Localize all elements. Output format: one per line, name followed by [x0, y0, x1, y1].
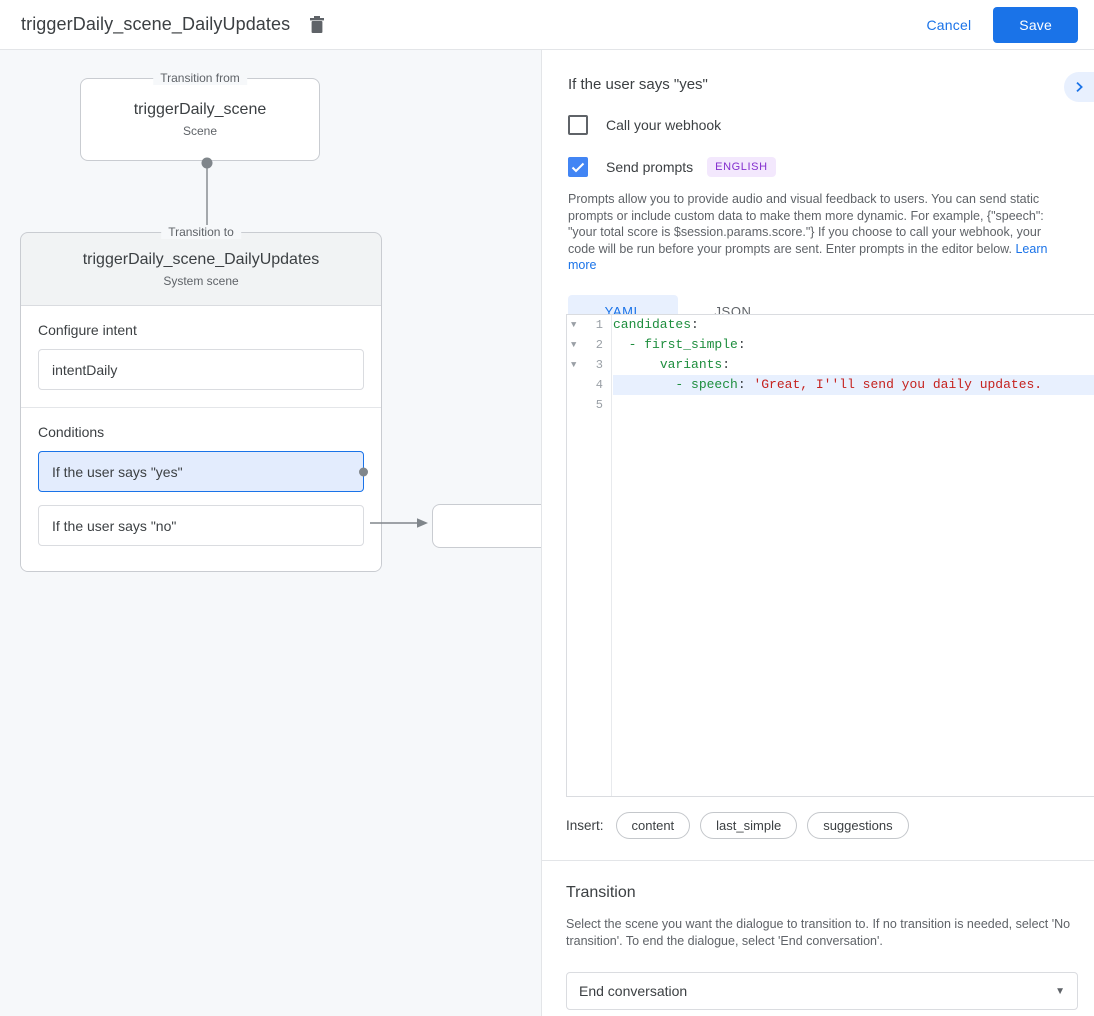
line-number-text: 5 — [595, 398, 603, 412]
transition-from-scene-name: triggerDaily_scene — [133, 101, 267, 118]
prompt-code-editor[interactable]: ▼ 1 ▼ 2 ▼ 3 4 5 candidates: - first_simp… — [566, 314, 1094, 797]
transition-from-scene-type: Scene — [182, 124, 218, 138]
call-webhook-checkbox[interactable] — [568, 115, 588, 135]
save-button[interactable]: Save — [993, 6, 1078, 43]
condition-item-no[interactable]: If the user says "no" — [38, 505, 364, 546]
editor-line-number[interactable]: ▼ 3 — [567, 355, 611, 375]
intent-field[interactable]: intentDaily — [38, 349, 364, 390]
scene-graph-canvas[interactable]: Transition from triggerDaily_scene Scene… — [0, 50, 541, 1016]
yaml-indent — [613, 377, 675, 392]
webhook-row[interactable]: Call your webhook — [568, 115, 1068, 135]
transition-description: Select the scene you want the dialogue t… — [566, 917, 1071, 948]
conditions-section: Conditions If the user says "yes" If the… — [21, 407, 381, 563]
fold-triangle-icon[interactable]: ▼ — [571, 360, 577, 370]
top-bar-actions: Cancel Save — [913, 6, 1094, 43]
editor-line-number[interactable]: 4 — [567, 375, 611, 395]
transition-to-header: triggerDaily_scene_DailyUpdates System s… — [21, 233, 381, 306]
insert-chip-last-simple[interactable]: last_simple — [700, 812, 798, 839]
send-prompts-label: Send prompts — [606, 159, 694, 175]
connector-arrow-horizontal — [370, 518, 428, 528]
editor-gutter: ▼ 1 ▼ 2 ▼ 3 4 5 — [567, 315, 612, 796]
transition-from-legend: Transition from — [153, 71, 247, 85]
learn-more-link[interactable]: Learn more — [568, 241, 1048, 273]
code-line-active[interactable]: - speech: 'Great, I''ll send you daily u… — [613, 375, 1094, 395]
code-line[interactable] — [613, 395, 1094, 415]
delete-button[interactable] — [303, 11, 331, 39]
condition-item-yes[interactable]: If the user says "yes" — [38, 451, 368, 492]
send-prompts-checkbox[interactable] — [568, 157, 588, 177]
transition-to-legend: Transition to — [161, 225, 241, 239]
editor-code-area[interactable]: candidates: - first_simple: variants: - … — [613, 315, 1094, 415]
language-badge: ENGLISH — [707, 157, 776, 177]
chevron-right-icon — [1076, 81, 1083, 93]
chevron-down-icon: ▼ — [1055, 985, 1065, 997]
cancel-button[interactable]: Cancel — [913, 9, 986, 41]
editor-line-number[interactable]: ▼ 1 — [567, 315, 611, 335]
yaml-punct: : — [722, 357, 731, 372]
transition-select[interactable]: End conversation ▼ — [566, 972, 1078, 1010]
line-number-text: 3 — [595, 358, 603, 372]
yaml-key: variants — [659, 357, 723, 372]
transition-to-body: Configure intent intentDaily Conditions … — [21, 306, 381, 571]
transition-to-card[interactable]: Transition to triggerDaily_scene_DailyUp… — [20, 225, 382, 572]
transition-title: Transition — [566, 884, 636, 901]
editor-line-number[interactable]: ▼ 2 — [567, 335, 611, 355]
prompts-description-text: Prompts allow you to provide audio and v… — [568, 192, 1044, 256]
expand-panel-button[interactable] — [1064, 72, 1094, 102]
condition-label: If the user says "no" — [52, 517, 177, 534]
line-number-text: 2 — [595, 338, 603, 352]
transition-selected-value: End conversation — [579, 983, 688, 999]
insert-chip-suggestions[interactable]: suggestions — [807, 812, 909, 839]
section-divider — [541, 860, 1094, 861]
yaml-indent — [613, 357, 660, 372]
code-line[interactable]: - first_simple: — [613, 335, 1094, 355]
fold-triangle-icon[interactable]: ▼ — [571, 320, 577, 330]
fold-triangle-icon[interactable]: ▼ — [571, 340, 577, 350]
transition-to-scene-type: System scene — [163, 273, 239, 288]
yaml-punct: : — [691, 317, 699, 332]
prompts-description: Prompts allow you to provide audio and v… — [568, 191, 1068, 274]
yaml-punct: : — [737, 337, 746, 352]
condition-node-dot — [359, 467, 368, 476]
send-prompts-row[interactable]: Send prompts ENGLISH — [568, 157, 1068, 177]
top-bar: triggerDaily_scene_DailyUpdates Cancel S… — [0, 0, 1094, 50]
transition-to-scene-name: triggerDaily_scene_DailyUpdates — [82, 250, 320, 268]
yaml-indent — [613, 337, 629, 352]
code-line[interactable]: variants: — [613, 355, 1094, 375]
yaml-punct: : — [737, 377, 754, 392]
line-number-text: 1 — [595, 318, 603, 332]
panel-header: If the user says "yes" Call your webhook… — [542, 50, 1094, 329]
insert-label: Insert: — [566, 818, 604, 833]
yaml-key: - first_simple — [628, 337, 738, 352]
configure-intent-section: Configure intent intentDaily — [21, 306, 381, 407]
page-title: triggerDaily_scene_DailyUpdates — [21, 14, 291, 34]
yaml-key: candidates — [613, 317, 692, 332]
conditions-label: Conditions — [38, 424, 105, 440]
yaml-key: - speech — [675, 377, 738, 392]
configure-intent-label: Configure intent — [38, 322, 137, 338]
editor-line-number[interactable]: 5 — [567, 395, 611, 415]
yaml-string: 'Great, I''ll send you daily updates. — [753, 377, 1043, 392]
transition-from-card[interactable]: Transition from triggerDaily_scene Scene — [80, 71, 320, 161]
checkmark-icon — [571, 162, 585, 172]
trash-icon — [310, 15, 325, 33]
condition-label: If the user says "yes" — [52, 463, 183, 480]
call-webhook-label: Call your webhook — [606, 117, 722, 133]
code-line[interactable]: candidates: — [613, 315, 1094, 335]
line-number-text: 4 — [595, 378, 603, 392]
insert-chip-content[interactable]: content — [615, 812, 691, 839]
transition-target-card[interactable] — [432, 504, 541, 548]
insert-chips-row: Insert: content last_simple suggestions — [566, 812, 909, 839]
panel-title: If the user says "yes" — [568, 76, 708, 93]
transition-section: Transition Select the scene you want the… — [566, 884, 1078, 1010]
